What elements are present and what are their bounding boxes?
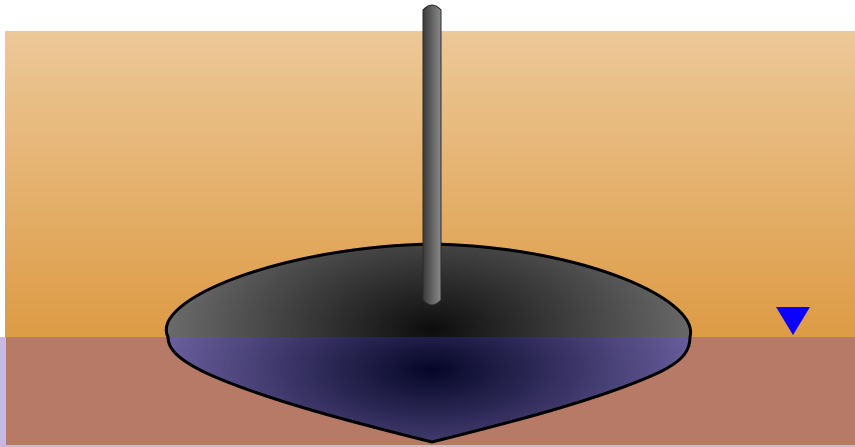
plume-lower bbox=[166, 337, 690, 442]
well-pipe bbox=[422, 4, 442, 306]
plume-outline bbox=[164, 242, 693, 444]
inverted-triangle-icon bbox=[776, 307, 810, 335]
